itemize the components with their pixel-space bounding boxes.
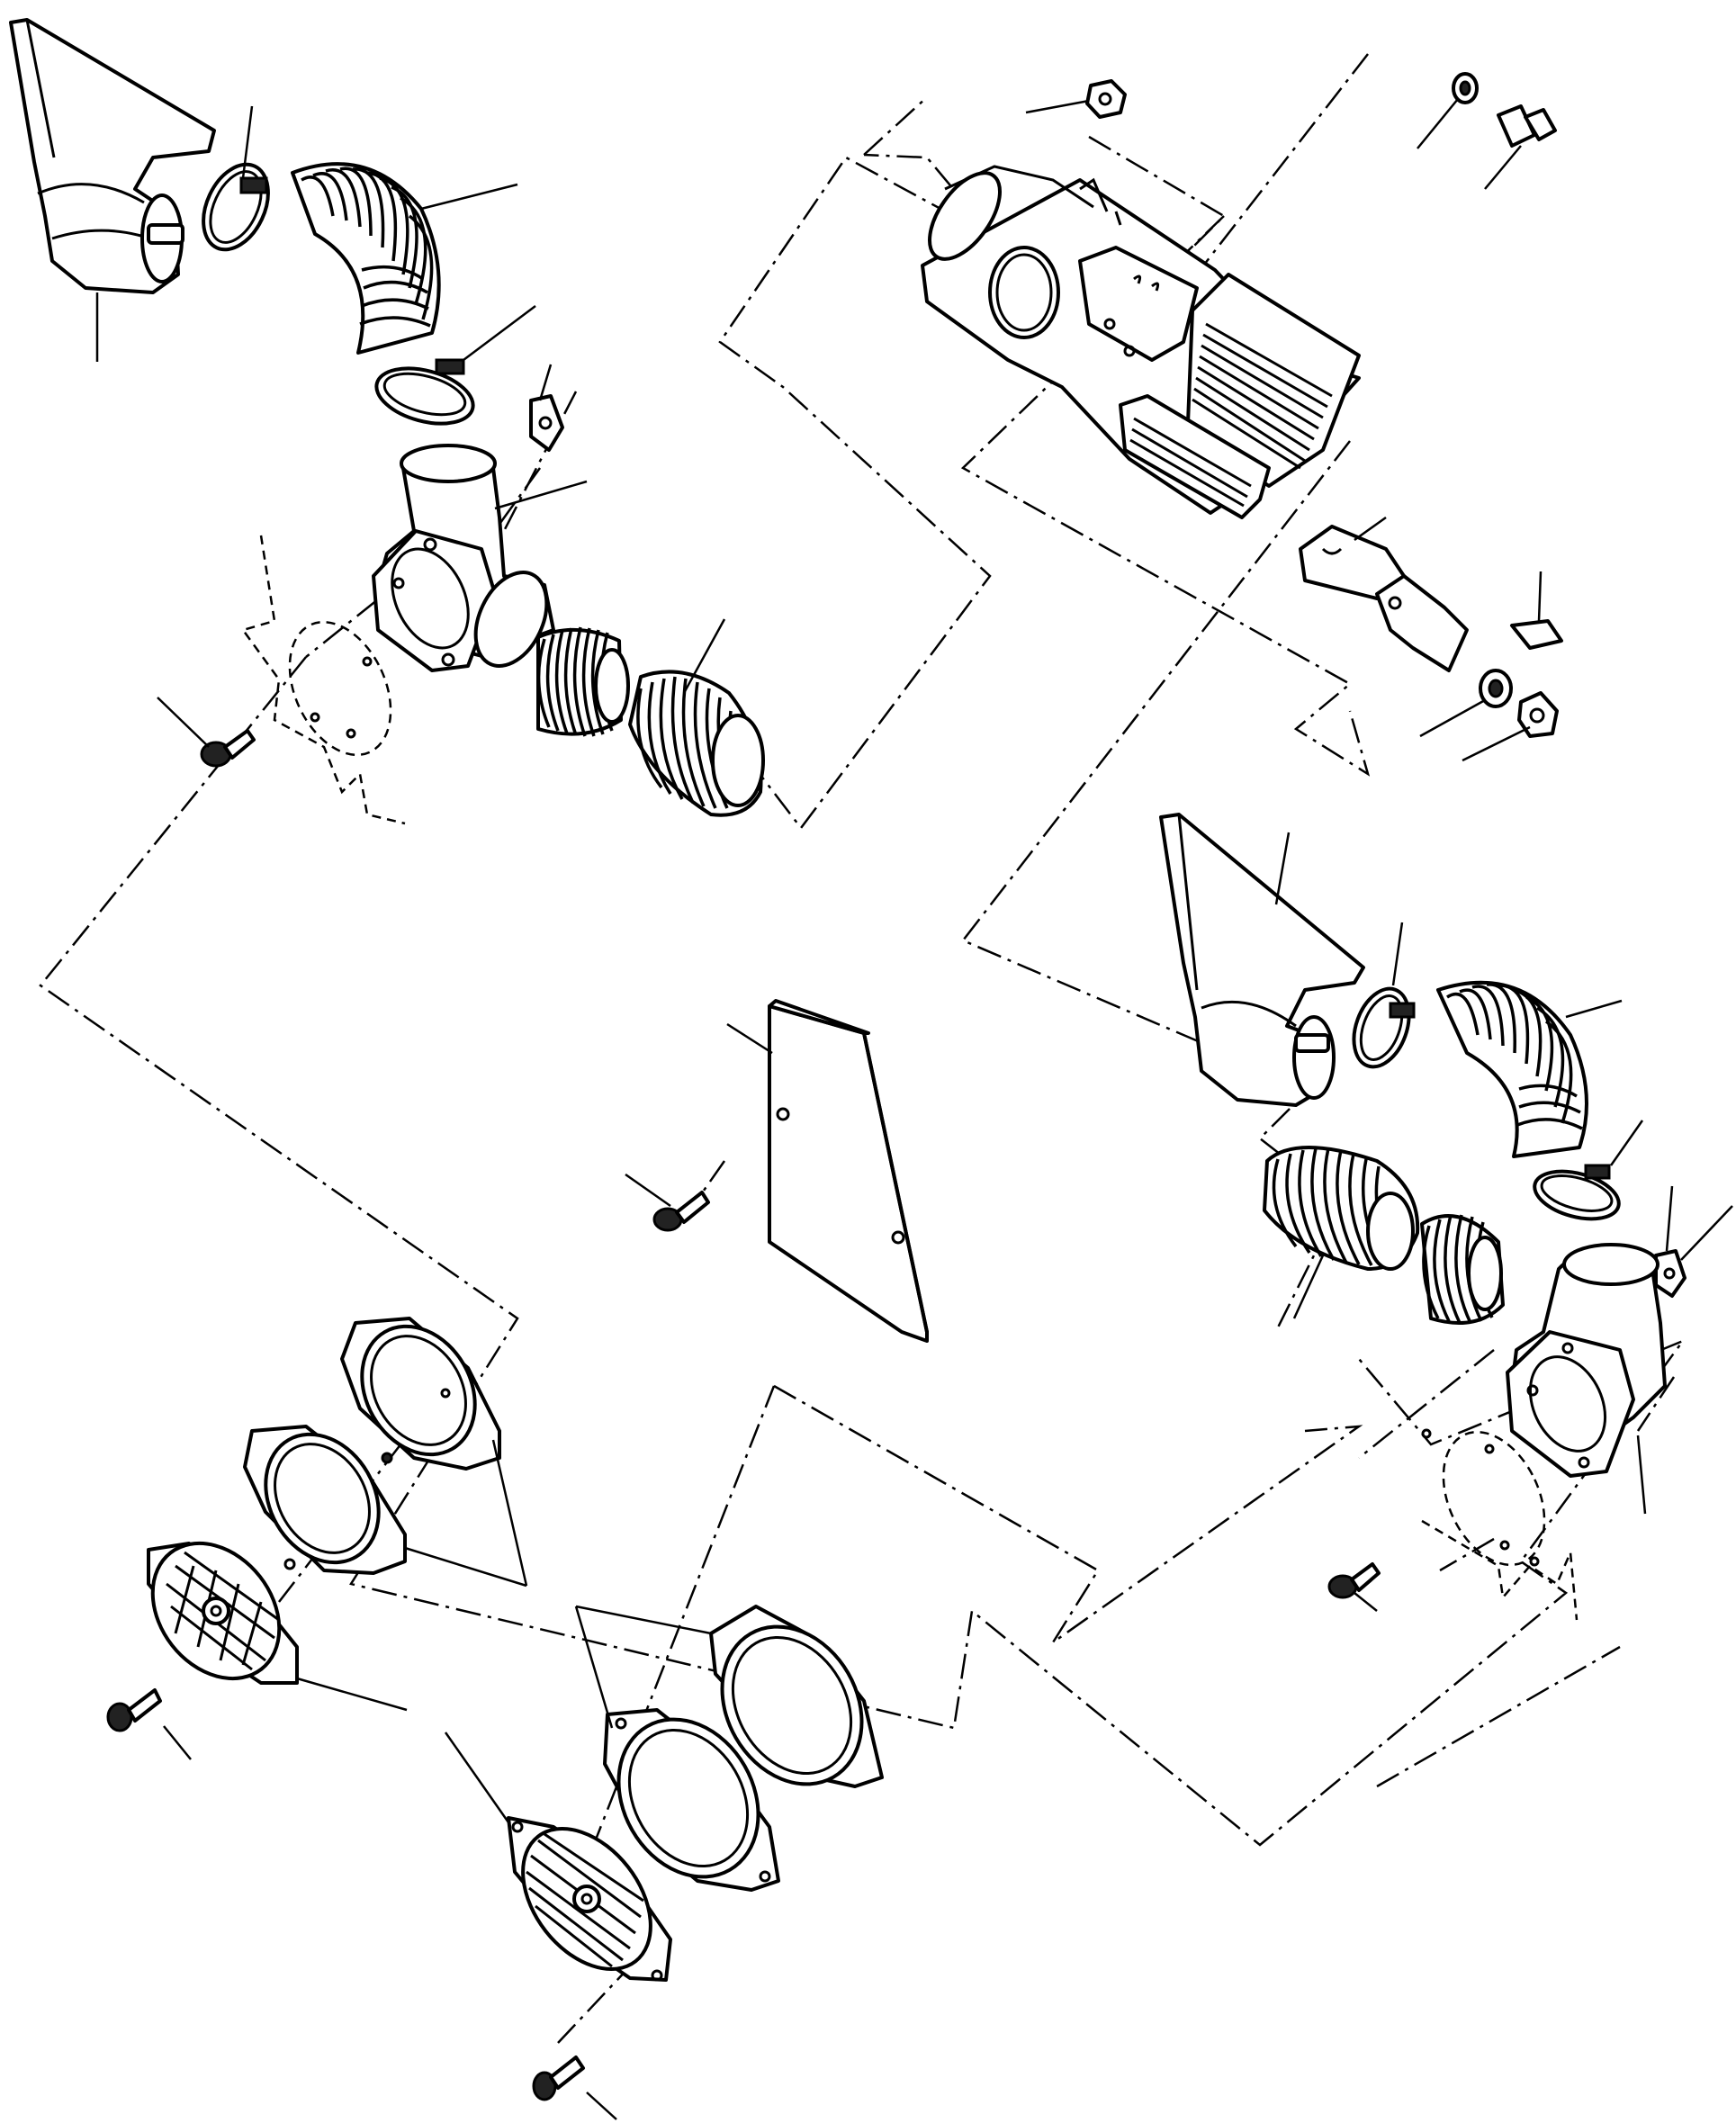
vent-ring-front [574, 1606, 780, 1892]
hose-clamp-2 [374, 305, 536, 426]
coil-duct-long-right [1263, 1146, 1420, 1319]
screw-right [1327, 1562, 1381, 1612]
mounting-clip-right [1654, 1185, 1733, 1298]
vent-ring-lower [243, 1425, 527, 1588]
mounting-bracket [1299, 516, 1469, 672]
hose-clamp-right [1352, 922, 1416, 1069]
coil-duct-long [628, 618, 765, 817]
vent-grille-round [147, 1541, 408, 1712]
coil-duct-short [536, 626, 630, 737]
hose-clamp-right-2 [1533, 1120, 1644, 1221]
tee-fitting-left [372, 444, 588, 672]
defroster-nozzle-right [1159, 813, 1365, 1107]
bolt-small [1510, 571, 1563, 650]
flexible-duct-elbow-right [1436, 980, 1623, 1158]
vent-grille-oval [444, 1732, 672, 1982]
flexible-duct-elbow [291, 162, 518, 355]
nut [1025, 79, 1127, 119]
hose-clamp [202, 105, 270, 252]
vent-ring-upper [340, 1317, 528, 1587]
defroster-nozzle-left [9, 18, 216, 362]
screw-panel [625, 1173, 710, 1232]
access-cover-panel [726, 999, 929, 1343]
screw-vent-oval [532, 2056, 617, 2120]
screw-left [157, 697, 256, 768]
mounting-clip [529, 364, 564, 452]
nut-right [1462, 691, 1559, 762]
washer [1417, 72, 1479, 149]
vent-ring-back [575, 1605, 884, 1788]
radiator-core [1119, 273, 1361, 519]
coil-duct-short-right [1420, 1214, 1505, 1325]
tee-fitting-right [1506, 1243, 1667, 1515]
gasket-left [240, 535, 406, 825]
washer-right [1419, 669, 1513, 738]
bolt [1484, 104, 1557, 190]
gasket-right [1421, 1428, 1579, 1621]
screw-vent-left [106, 1688, 192, 1760]
